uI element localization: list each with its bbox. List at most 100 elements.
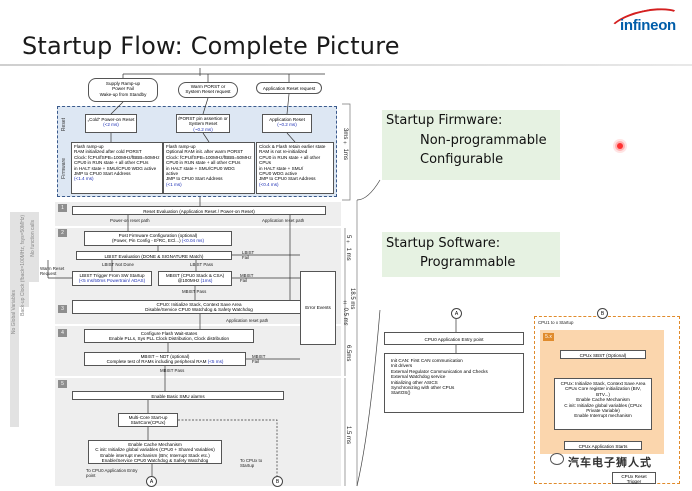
reset-box-warm: /PORST pin assertion or System Reset (~0…: [176, 114, 230, 133]
cpu0-item-0: Init CAN: First CAN communication: [391, 358, 463, 363]
lbist-trigger-box: LBIST Trigger From SW Startup (<5 ms/50m…: [72, 271, 152, 286]
smu-alarms-bar: Enable Basic SMU alarms: [72, 391, 284, 400]
post-firmware-config-time: (<0.04 ms): [181, 238, 205, 244]
firmware-box-cold-time: (<1.4 ms): [74, 176, 94, 182]
cpu0-item-6: StartOS(): [391, 390, 411, 396]
cpux-app-starts-box: CPUx Application Starts: [564, 441, 642, 450]
mbist-ndt-title: MBIST – NDT (optional): [140, 353, 190, 359]
step-num-1: 1: [58, 204, 67, 212]
application-reset-path-1: Application reset path: [262, 218, 305, 223]
mbist-ndt-time: (<5 ms): [207, 358, 224, 364]
side-label-function: No function calls: [30, 220, 36, 257]
callout-software-line-1: Programmable: [420, 255, 516, 270]
to-cpu0-entry: To CPU0 Application Entry point: [86, 468, 138, 478]
firmware-box-app-time: (<0.4 ms): [259, 181, 279, 187]
side-band-function: [29, 212, 39, 282]
timing-total: 18.5 ms: [349, 288, 355, 310]
mbist-ndt-text: Complete test of RAMs including peripher…: [106, 358, 207, 364]
wechat-icon: [550, 453, 564, 465]
reset-box-cold-time: (<2 ms): [103, 122, 119, 128]
laser-pointer-icon: [617, 143, 623, 149]
firmware-box-cold: Flash ramp-up RAM initialized after cold…: [71, 142, 163, 194]
side-label-global: No Global Variables: [11, 290, 17, 335]
title-divider: [0, 64, 692, 66]
mbist-fail-2: MBIST Fail: [252, 354, 266, 364]
firmware-box-warm: Flash ramp-up Optional RAM init. after w…: [163, 142, 255, 194]
callout-firmware: [382, 110, 560, 180]
timing-step2: 5 ÷ 1 ms: [345, 235, 351, 261]
mbist-fail-1: MBIST Fail: [240, 273, 254, 283]
timing-step5: 1.5 ms: [345, 426, 351, 445]
mbist-stack-text: MBIST (CPU0 Stack & CSA): [165, 273, 225, 278]
watermark-text: 汽车电子狮人式: [568, 457, 652, 469]
cpux-sbst-box: CPUx SBST (Optional): [560, 350, 646, 359]
timing-firmware: 3ms ÷ 1ms: [342, 128, 348, 161]
firmware-box-warm-text: Flash ramp-up Optional RAM init. after w…: [166, 144, 252, 182]
callout-firmware-line-2: Configurable: [420, 152, 504, 167]
mbist-ndt-box: MBIST – NDT (optional) Complete test of …: [84, 352, 246, 366]
mbist-pass-1: MBIST Pass: [182, 289, 207, 294]
callout-firmware-line-1: Non-programmable: [420, 133, 547, 148]
mbist-pass-2: MBIST Pass: [160, 368, 185, 373]
warm-reset-request: Warm Reset Request: [40, 266, 65, 276]
infineon-logo: infineon: [605, 2, 687, 48]
power-on-reset-path: Power-on reset path: [110, 218, 150, 223]
reset-box-warm-title: /PORST pin assertion or System Reset: [178, 116, 228, 127]
post-firmware-config-text: Post Firmware Configuration (optional) (…: [111, 233, 198, 244]
cpu0-item-2: External Regulator Communication and Che…: [391, 368, 488, 374]
side-label-clock: Back-up Clock (fback=100MHz, fsys=50MHz): [20, 215, 26, 316]
timing-step4: 6.5ms: [345, 345, 351, 362]
connector-a-right: A: [451, 308, 462, 319]
callout-firmware-heading: Startup Firmware:: [386, 113, 503, 128]
connector-b-left: B: [272, 476, 283, 487]
connector-b-right: B: [597, 308, 608, 319]
cpu0-init-bar: CPU0: Initialize Stack, Context Save Are…: [72, 300, 326, 314]
step-num-4: 4: [58, 329, 67, 337]
trigger-cold: Supply Ramp-up Power Fail Wake-up from S…: [88, 78, 158, 102]
trigger-app: Application Reset request: [256, 82, 322, 94]
firmware-box-warm-time: (<1 ms): [166, 181, 182, 187]
flash-config-box: Configure Flash Wait-states Enable PLLs,…: [84, 329, 254, 343]
step-num-5: 5: [58, 380, 67, 388]
mbist-stack-time: (1ms): [200, 278, 213, 284]
connector-a-left: A: [146, 476, 157, 487]
step-num-2: 2: [58, 229, 67, 237]
reset-box-cold: „Cold“ Power-on Reset (<2 ms): [85, 114, 137, 133]
callout-software: [382, 232, 560, 277]
mbist-stack-clock: @100MHz: [177, 278, 200, 284]
multicore-startup-box: Multi-Core Start-up StartCore(CPUx): [118, 413, 178, 427]
reset-box-app-time: (~0.2 ms): [277, 122, 297, 128]
step-num-3: 3: [58, 305, 67, 313]
error-events-box: Error Events: [300, 271, 336, 345]
logo-text: infineon: [620, 17, 676, 34]
cpu0-entry-box: CPU0 Application Entry point: [384, 332, 524, 345]
firmware-box-cold-text: Flash ramp-up RAM initialized after cold…: [74, 144, 160, 177]
side-band-clock: [19, 212, 29, 307]
post-firmware-config: Post Firmware Configuration (optional) (…: [84, 231, 232, 246]
cpux-reset-trigger: CPUx Reset Trigger: [612, 472, 656, 484]
cpu0-app-list: Init CAN: First CAN communication Init d…: [384, 353, 524, 413]
lbist-fail: LBIST Fail: [242, 250, 255, 260]
reset-box-app-title: Application Reset: [269, 117, 305, 122]
cpux-init-box: CPUx: Initialize Stack, Context Save Are…: [554, 378, 652, 430]
cpu0-item-4: Initializing other ASICS: [391, 379, 438, 385]
cpu0-item-3: External Watchdog service: [391, 374, 446, 380]
trigger-warm: Warm PORST or System Reset request: [178, 82, 238, 98]
side-band-global: [10, 212, 19, 427]
firmware-box-app-text: Clock & Flash retain earlier state RAM i…: [259, 144, 326, 182]
cache-init-box: Enable Cache Mechanism C init: Initializ…: [88, 440, 222, 464]
reset-box-app: Application Reset (~0.2 ms): [262, 114, 312, 133]
lbist-evaluation-bar: LBIST Evaluation (DONE & SIGNATURE Match…: [76, 251, 232, 260]
lbist-trigger-text: LBIST Trigger From SW Startup: [79, 273, 145, 278]
timing-tolerance: ± 0.5 ms: [342, 300, 348, 326]
step-num-5x: 5.x: [543, 333, 554, 341]
cpux-panel-label: CPU1 to x Startup: [538, 320, 574, 325]
application-reset-path-2: Application reset path: [226, 318, 269, 323]
cpu0-item-1: Init drivers: [391, 363, 413, 369]
mbist-stack-box: MBIST (CPU0 Stack & CSA) @100MHz (1ms): [158, 271, 232, 286]
reset-label: Reset: [61, 118, 67, 132]
lbist-pass: LBIST Pass: [190, 262, 214, 267]
callout-software-heading: Startup Software:: [386, 236, 501, 251]
firmware-label: Firmware: [61, 158, 67, 179]
